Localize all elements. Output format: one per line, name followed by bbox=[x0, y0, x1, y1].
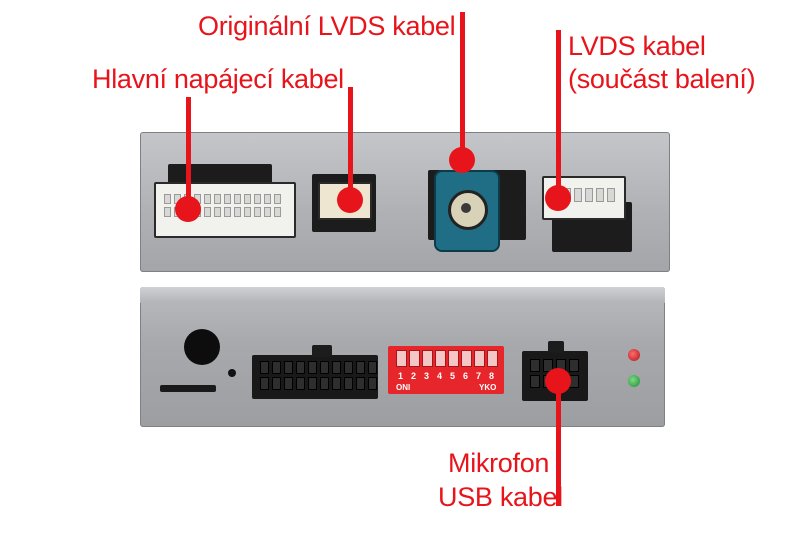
original-lvds-label: Originální LVDS kabel bbox=[198, 11, 456, 41]
small-connector-callout-line bbox=[348, 87, 353, 195]
main-power-callout-dot bbox=[175, 196, 201, 222]
dip-switch-5[interactable] bbox=[448, 350, 459, 367]
dip-number-6: 6 bbox=[463, 371, 469, 381]
microphone-jack-hole bbox=[184, 329, 220, 365]
lvds-label: LVDS kabel bbox=[568, 31, 706, 61]
small-hole bbox=[228, 369, 236, 377]
usb-mic-callout-line bbox=[556, 380, 561, 506]
device-back-panel bbox=[140, 132, 670, 272]
original-lvds-callout-line bbox=[460, 12, 465, 160]
dip-switch[interactable]: 1 2 3 4 5 6 7 8 ONI YKO bbox=[388, 346, 504, 394]
lvds-callout-dot bbox=[545, 185, 571, 211]
dip-switch-7[interactable] bbox=[474, 350, 485, 367]
main-power-label: Hlavní napájecí kabel bbox=[92, 64, 344, 94]
microphone-label: Mikrofon bbox=[448, 448, 550, 478]
small-connector-callout-dot bbox=[337, 187, 363, 213]
dip-switch-4[interactable] bbox=[435, 350, 446, 367]
usb-mic-connector-latch bbox=[548, 341, 564, 353]
dip-number-7: 7 bbox=[476, 371, 482, 381]
large-connector-latch bbox=[312, 345, 332, 357]
dip-switch-2[interactable] bbox=[409, 350, 420, 367]
dip-text-left: ONI bbox=[396, 383, 411, 392]
large-black-connector bbox=[252, 355, 378, 399]
main-power-connector bbox=[154, 182, 296, 238]
green-led bbox=[628, 375, 640, 387]
usb-mic-callout-dot bbox=[545, 368, 571, 394]
dip-text-right: YKO bbox=[479, 383, 497, 392]
lvds-original-connector bbox=[434, 170, 500, 252]
dip-switch-3[interactable] bbox=[422, 350, 433, 367]
dip-number-4: 4 bbox=[437, 371, 443, 381]
red-led bbox=[628, 349, 640, 361]
card-slot bbox=[160, 385, 216, 392]
dip-number-5: 5 bbox=[450, 371, 456, 381]
lvds-label-included: (součást balení) bbox=[568, 64, 756, 94]
dip-switch-6[interactable] bbox=[461, 350, 472, 367]
dip-switch-8[interactable] bbox=[487, 350, 498, 367]
dip-number-1: 1 bbox=[398, 371, 404, 381]
original-lvds-callout-dot bbox=[449, 147, 475, 173]
lvds-callout-line bbox=[556, 30, 561, 190]
usb-label: USB kabel bbox=[438, 482, 563, 512]
dip-number-8: 8 bbox=[489, 371, 495, 381]
dip-number-3: 3 bbox=[424, 371, 430, 381]
main-power-callout-line bbox=[186, 97, 191, 209]
dip-switch-1[interactable] bbox=[396, 350, 407, 367]
dip-number-2: 2 bbox=[411, 371, 417, 381]
